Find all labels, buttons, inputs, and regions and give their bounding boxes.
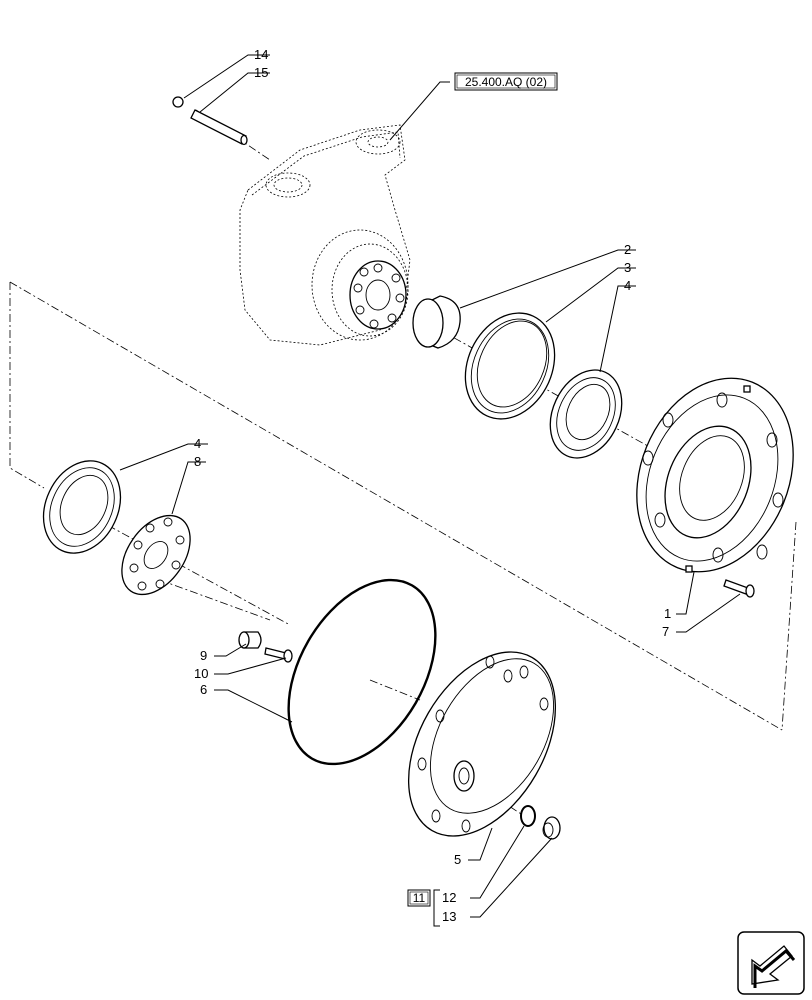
callout-8: 8: [194, 454, 201, 469]
pin-part: [190, 109, 247, 145]
reference-label: 25.400.AQ (02): [465, 75, 547, 89]
bushing-and-screw: [238, 631, 293, 663]
callout-6: 6: [200, 682, 207, 697]
cover-part-5: [407, 651, 557, 837]
callout-5: 5: [454, 852, 461, 867]
cap-part-2: [412, 295, 461, 349]
callout-4-upper: 4: [624, 278, 631, 293]
reference-box[interactable]: 25.400.AQ (02): [454, 72, 558, 91]
callout-7: 7: [662, 624, 669, 639]
bolt-part-7: [723, 579, 755, 598]
next-page-arrow-icon[interactable]: [737, 931, 805, 995]
bearing-part-4-upper: [549, 369, 623, 459]
seal-part-3: [464, 312, 556, 420]
callout-12: 12: [442, 890, 456, 905]
callout-2: 2: [624, 242, 631, 257]
seal-ring-and-plug: [520, 805, 561, 840]
callout-numbers: 14 15 2 3 4 4 8 1 7 9 10 6 5 12 13: [194, 47, 671, 924]
steering-knuckle: [239, 124, 411, 346]
nut-part: [172, 96, 184, 108]
bearing-part-4-lower: [42, 460, 122, 554]
callout-15: 15: [254, 65, 268, 80]
callout-4-lower: 4: [194, 436, 201, 451]
callout-1: 1: [664, 606, 671, 621]
kit-label: 11: [413, 891, 426, 905]
callout-13: 13: [442, 909, 456, 924]
callout-3: 3: [624, 260, 631, 275]
plate-part-8: [121, 514, 191, 596]
leader-lines: [119, 54, 741, 927]
kit-box[interactable]: 11: [407, 889, 431, 907]
callout-14: 14: [254, 47, 268, 62]
o-ring-part-6: [287, 578, 437, 766]
wheel-hub-part-1: [636, 377, 794, 573]
pin-and-nut: [172, 96, 248, 146]
callout-10: 10: [194, 666, 208, 681]
callout-9: 9: [200, 648, 207, 663]
